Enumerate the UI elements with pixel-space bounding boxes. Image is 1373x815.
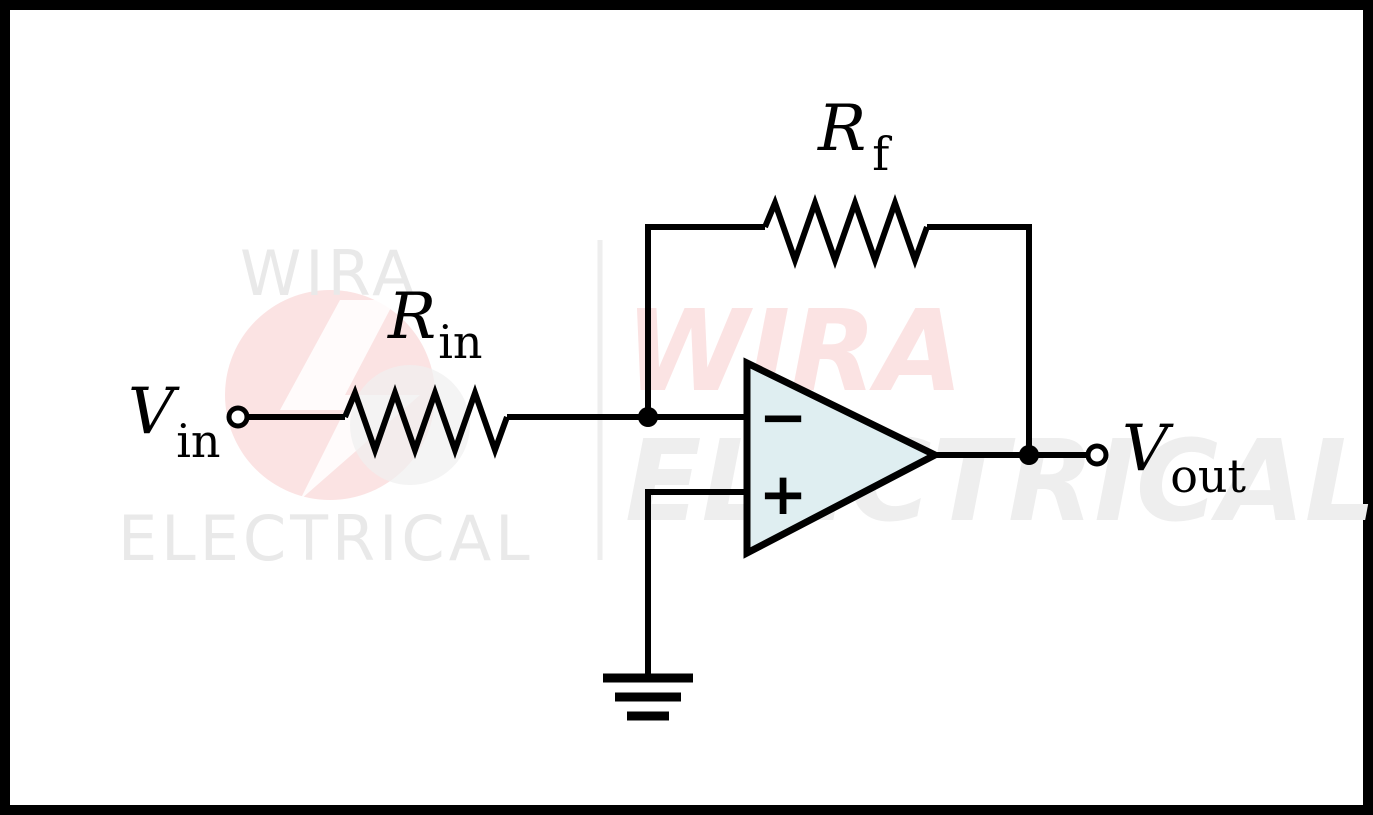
resistor-r-in-icon	[342, 383, 510, 460]
label-r-f-main: R	[817, 92, 866, 166]
label-r-in-sub: in	[438, 315, 482, 369]
label-r-f-sub: f	[872, 127, 892, 181]
feedback-wire-left	[645, 224, 765, 417]
label-r-in: Rin	[387, 280, 483, 369]
junction-dot-output	[1019, 445, 1039, 465]
ground-wire	[645, 489, 745, 676]
junction-dot-inverting	[638, 407, 658, 427]
resistor-r-f-icon	[762, 193, 930, 270]
op-amp-icon	[743, 357, 943, 559]
ground-icon	[603, 673, 693, 721]
watermark: WIRA ELECTRICAL WIRA ELECTRICAL	[118, 237, 1373, 575]
label-v-out-sub: out	[1170, 449, 1246, 503]
inverting-input-symbol: −	[759, 383, 808, 451]
label-v-out: Vout	[1122, 412, 1247, 503]
output-terminal-icon	[1085, 443, 1109, 467]
watermark-logo-bottom-text: ELECTRICAL	[118, 502, 534, 575]
label-r-in-main: R	[387, 280, 436, 354]
watermark-big-text-bottom: ELECTRICAL	[625, 417, 1373, 547]
input-terminal-icon	[226, 405, 250, 429]
noninverting-input-symbol: +	[759, 460, 808, 528]
label-v-out-main: V	[1122, 412, 1174, 486]
label-v-in-sub: in	[176, 414, 220, 468]
feedback-wire-right	[927, 224, 1032, 455]
label-v-in-main: V	[128, 375, 180, 449]
label-v-in: Vin	[128, 375, 221, 468]
watermark-logo-top-text: WIRA	[240, 237, 419, 310]
